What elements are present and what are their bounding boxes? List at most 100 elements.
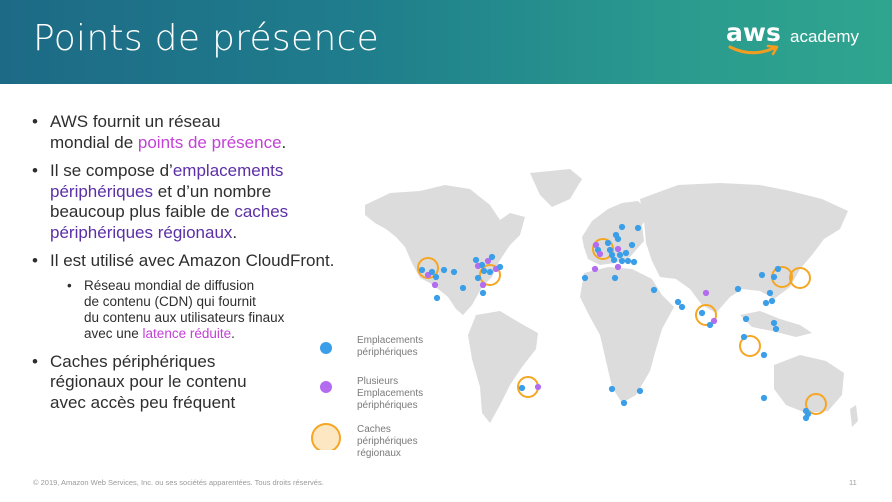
edge-location-dot (618, 257, 626, 265)
regional-cache-marker (789, 267, 811, 289)
legend-swatches (311, 342, 341, 450)
bullet-regional-caches: Caches périphériques régionaux pour le c… (30, 352, 360, 414)
australia-shape (774, 355, 844, 413)
legend-edge-label: Emplacements périphériques (357, 335, 424, 358)
legend-edge-swatch (320, 342, 332, 354)
edge-location-dot (760, 351, 768, 359)
copyright-footer: © 2019, Amazon Web Services, Inc. ou ses… (33, 478, 324, 487)
edge-location-dot (440, 266, 448, 274)
edge-location-dot (618, 223, 626, 231)
edge-location-dot (620, 399, 628, 407)
edge-location-dot (740, 333, 748, 341)
edge-location-dot (636, 387, 644, 395)
edge-location-dot (628, 241, 636, 249)
edge-location-dot (604, 239, 612, 247)
edge-location-dot (770, 273, 778, 281)
multi-edge-location-dot (710, 317, 718, 325)
edge-location-dot (616, 251, 624, 259)
edge-location-dot (433, 294, 441, 302)
edge-location-dot (634, 224, 642, 232)
edge-location-dot (774, 265, 782, 273)
regional-cache-marker (739, 335, 761, 357)
sub-bullet-cdn: Réseau mondial de diffusion de contenu (… (30, 278, 360, 342)
edge-location-dot (630, 258, 638, 266)
edge-location-dots (418, 223, 812, 422)
north-america-shape (365, 185, 525, 315)
edge-location-dot (674, 298, 682, 306)
edge-location-dot (624, 257, 632, 265)
multi-edge-location-dot (534, 383, 542, 391)
edge-location-dot (614, 235, 622, 243)
multi-edge-location-dot (484, 257, 492, 265)
edge-location-dot (758, 271, 766, 279)
edge-location-dot (762, 299, 770, 307)
highlight-caches: caches (234, 202, 289, 221)
aws-academy-logo: aws academy (726, 18, 866, 68)
edge-location-dot (432, 273, 440, 281)
edge-location-dot (768, 297, 776, 305)
edge-location-dot (608, 251, 616, 259)
edge-location-dot (608, 385, 616, 393)
greenland-shape (530, 169, 582, 207)
edge-location-dot (706, 321, 714, 329)
edge-location-dot (650, 286, 658, 294)
edge-location-dot (610, 256, 618, 264)
new-zealand-shape (850, 405, 858, 427)
edge-location-dot (450, 268, 458, 276)
highlight-regionaux: périphériques régionaux (50, 222, 233, 242)
edge-location-dot (479, 289, 487, 297)
japan-shape (790, 245, 802, 267)
edge-location-dot (770, 319, 778, 327)
regional-edge-caches (417, 238, 827, 415)
regional-cache-marker (592, 238, 614, 260)
legend-regional-label: Caches périphériques régionaux (357, 424, 418, 459)
multi-edge-location-dot (592, 241, 600, 249)
multi-edge-location-dot (591, 265, 599, 273)
multi-edge-location-dot (479, 281, 487, 289)
edge-location-dot (734, 285, 742, 293)
highlight-emplacements: emplacements (172, 161, 284, 180)
south-america-shape (468, 311, 538, 423)
edge-location-dot (488, 253, 496, 261)
edge-location-dot (472, 256, 480, 264)
multi-edge-location-dot (702, 289, 710, 297)
legend-multi-swatch (320, 381, 332, 393)
bullet-list: AWS fournit un réseau mondial de points … (30, 112, 360, 421)
highlight-peripheriques: périphériques (50, 181, 154, 201)
edge-location-dot (772, 325, 780, 333)
edge-location-dot (760, 394, 768, 402)
regional-cache-marker (805, 393, 827, 415)
edge-location-dot (622, 249, 630, 257)
edge-location-dot (766, 289, 774, 297)
edge-location-dot (496, 263, 504, 271)
aws-smile-icon (728, 44, 779, 56)
edge-location-dot (611, 274, 619, 282)
legend-regional-swatch (311, 423, 341, 450)
bullet-composition: Il se compose d’emplacements périphériqu… (30, 161, 360, 243)
edge-location-dot (480, 267, 488, 275)
regional-cache-marker (695, 304, 717, 326)
multi-edge-location-dot (614, 263, 622, 271)
edge-location-dot (428, 268, 436, 276)
edge-location-dot (606, 246, 614, 254)
edge-location-dot (742, 315, 750, 323)
edge-location-dot (678, 303, 686, 311)
legend-multi-label: Plusieurs Emplacements périphériques (357, 376, 424, 411)
edge-location-dot (698, 309, 706, 317)
bullet-cloudfront: Il est utilisé avec Amazon CloudFront. (30, 251, 360, 272)
page-title: Points de présence (33, 18, 380, 59)
edge-location-dot (474, 274, 482, 282)
bullet-global-network: AWS fournit un réseau mondial de points … (30, 112, 360, 153)
multi-edge-location-dot (614, 245, 622, 253)
highlight-points-de-presence: points de présence (137, 132, 282, 152)
africa-shape (580, 267, 674, 403)
edge-location-dot (486, 268, 494, 276)
multi-edge-location-dot (431, 281, 439, 289)
multi-edge-location-dot (596, 250, 604, 258)
edge-location-dot (802, 414, 810, 422)
slide-header: Points de présence aws academy (0, 0, 892, 84)
edge-location-dot (478, 261, 486, 269)
edge-location-dot (581, 274, 589, 282)
regional-cache-marker (479, 264, 501, 286)
edge-location-dot (418, 266, 426, 274)
